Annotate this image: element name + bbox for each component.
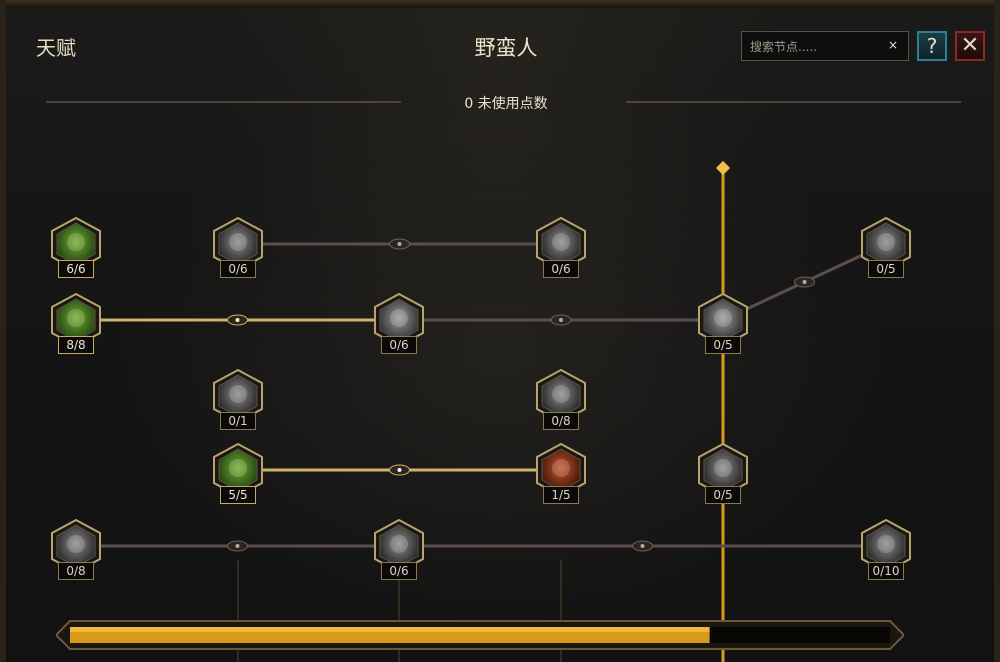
- talent-node-boar[interactable]: 1/5: [533, 442, 589, 504]
- progress-marker-top: [715, 160, 731, 176]
- search-input[interactable]: [748, 36, 882, 58]
- window-frame: [6, 0, 994, 8]
- totem-idol-icon: [698, 292, 748, 348]
- talent-node-wolf[interactable]: 6/6: [48, 216, 104, 278]
- connection-dot: [559, 318, 563, 322]
- stone-fist-icon: [861, 518, 911, 574]
- talent-node-howl[interactable]: 0/8: [48, 518, 104, 580]
- bear-face-icon: [536, 216, 586, 272]
- talent-points: 1/5: [543, 486, 579, 504]
- talent-node-claw-strike[interactable]: 0/6: [371, 292, 427, 354]
- talent-points: 0/6: [381, 336, 417, 354]
- connection-dot: [802, 280, 807, 284]
- talent-node-fist[interactable]: 0/10: [858, 518, 914, 580]
- totem-pillar-icon: [861, 216, 911, 272]
- search-box: ×: [741, 31, 909, 61]
- class-title: 野蛮人: [474, 36, 538, 60]
- connection-dot: [397, 468, 402, 472]
- talent-points: 0/6: [543, 260, 579, 278]
- talent-points: 0/1: [220, 412, 256, 430]
- talent-node-cracked[interactable]: 0/5: [695, 442, 751, 504]
- talent-points: 0/6: [381, 562, 417, 580]
- clear-search-icon[interactable]: ×: [887, 38, 898, 52]
- roots-icon: [536, 368, 586, 424]
- talent-points: 0/6: [220, 260, 256, 278]
- talent-points: 0/5: [868, 260, 904, 278]
- claw-strike-icon: [374, 292, 424, 348]
- talent-points: 5/5: [220, 486, 256, 504]
- talent-points: 0/8: [543, 412, 579, 430]
- talent-node-pillar-top[interactable]: 0/5: [858, 216, 914, 278]
- boar-head-icon: [536, 442, 586, 498]
- talent-node-crossed[interactable]: 0/1: [210, 368, 266, 430]
- talent-node-pelt[interactable]: 0/6: [371, 518, 427, 580]
- connection-dot: [235, 318, 240, 322]
- progress-fill-highlight: [70, 627, 710, 632]
- panel-title: 天赋: [36, 36, 76, 60]
- wolf-head-icon: [51, 216, 101, 272]
- close-button[interactable]: ✕: [955, 31, 985, 61]
- talent-points: 0/5: [705, 486, 741, 504]
- connection-dot: [235, 544, 240, 548]
- progress-bar: [56, 620, 904, 650]
- thorns-icon: [213, 442, 263, 498]
- talent-node-shadow[interactable]: 0/6: [210, 216, 266, 278]
- talent-points: 0/8: [58, 562, 94, 580]
- help-button[interactable]: ?: [917, 31, 947, 61]
- talent-node-roots[interactable]: 0/8: [533, 368, 589, 430]
- talent-points: 0/5: [705, 336, 741, 354]
- cracked-stone-icon: [698, 442, 748, 498]
- spirit-wolf-icon: [51, 292, 101, 348]
- unused-points-label: 0 未使用点数: [464, 96, 548, 112]
- pelt-icon: [374, 518, 424, 574]
- talent-node-totem-mid[interactable]: 0/5: [695, 292, 751, 354]
- connection-dot: [397, 242, 402, 246]
- talent-node-thorns[interactable]: 5/5: [210, 442, 266, 504]
- connection-dot: [640, 544, 645, 548]
- crossed-axes-icon: [213, 368, 263, 424]
- talent-points: 6/6: [58, 260, 94, 278]
- talent-node-spirit[interactable]: 8/8: [48, 292, 104, 354]
- talent-node-bear-face[interactable]: 0/6: [533, 216, 589, 278]
- talent-points: 8/8: [58, 336, 94, 354]
- talent-points: 0/10: [868, 562, 904, 580]
